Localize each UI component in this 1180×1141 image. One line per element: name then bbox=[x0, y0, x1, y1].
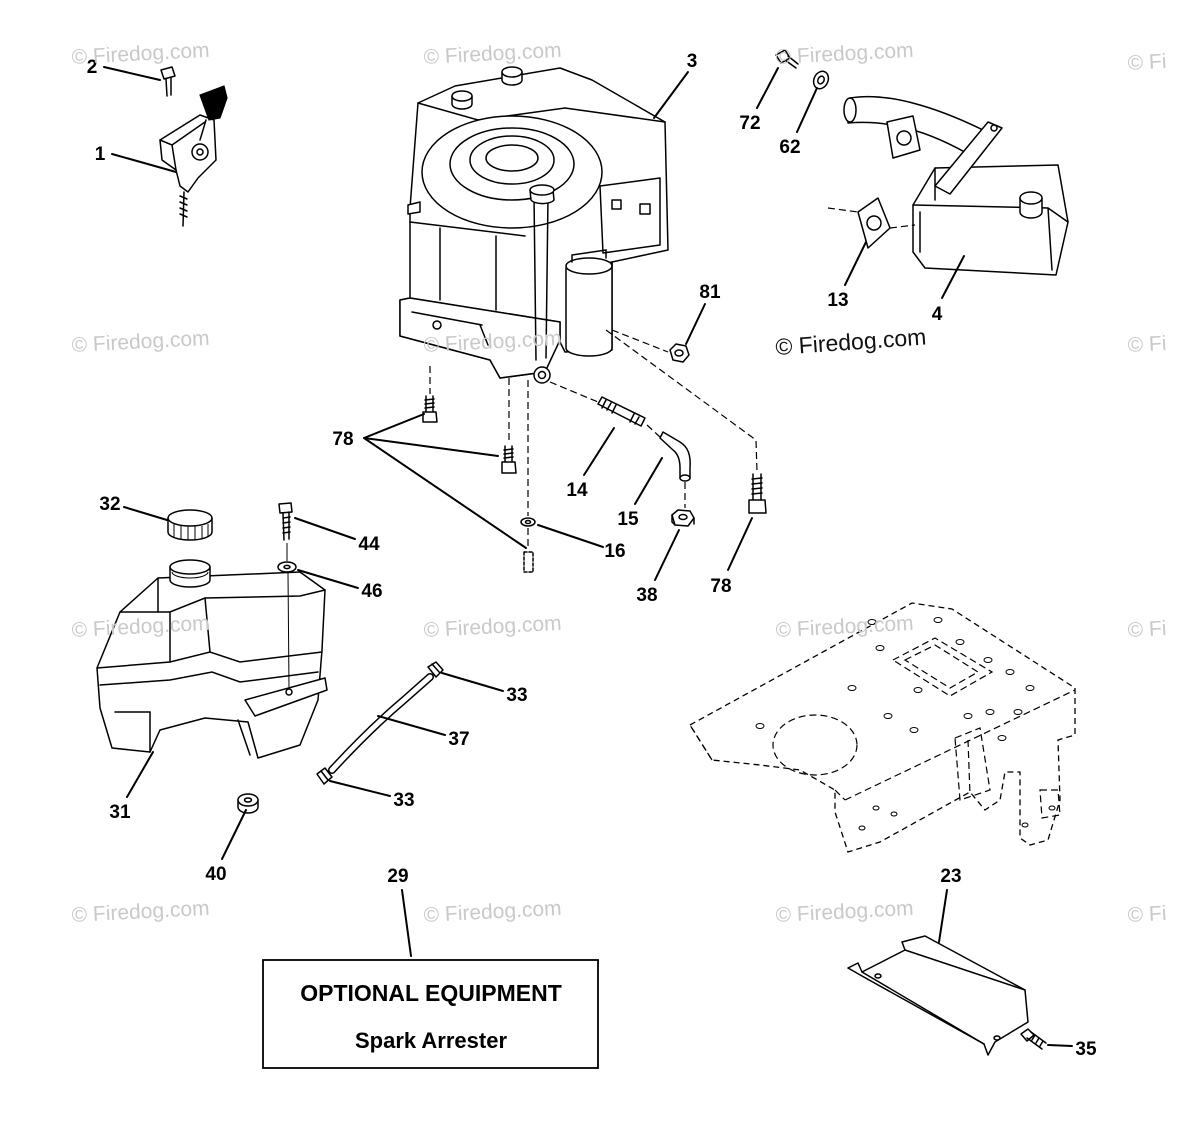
throttle-control-part bbox=[159, 85, 228, 227]
screw-part-44 bbox=[278, 502, 293, 541]
callout-1: 1 bbox=[95, 144, 106, 165]
fuel-tank-part bbox=[96, 559, 328, 759]
watermark: © Firedog.com bbox=[71, 897, 210, 927]
bolt-part-2 bbox=[160, 66, 176, 97]
bolt-part-72 bbox=[775, 49, 799, 69]
callout-81: 81 bbox=[699, 282, 721, 303]
watermark: © Firedog.com bbox=[423, 612, 562, 642]
nut-part-81 bbox=[669, 343, 690, 363]
optional-equipment-subtitle: Spark Arrester bbox=[355, 1028, 507, 1053]
hose-clamp-part-33-a bbox=[427, 661, 444, 678]
callout-32: 32 bbox=[99, 494, 120, 515]
engine-part bbox=[399, 66, 669, 384]
callout-14: 14 bbox=[566, 480, 588, 501]
bolt-part-78-a bbox=[422, 395, 438, 423]
callout-37: 37 bbox=[448, 729, 469, 750]
fuel-cap-part bbox=[167, 509, 213, 541]
watermark: © Firedog.com bbox=[423, 39, 562, 69]
callout-3: 3 bbox=[687, 51, 698, 72]
bolt-part-78-c bbox=[748, 473, 767, 514]
callout-29: 29 bbox=[387, 866, 408, 887]
muffler-part bbox=[843, 95, 1069, 276]
watermark-dark: © Firedog.com bbox=[775, 324, 928, 360]
pipe-nipple-part-14 bbox=[597, 396, 646, 427]
callout-23: 23 bbox=[940, 866, 961, 887]
watermark: © Fi bbox=[1127, 902, 1167, 927]
callout-62: 62 bbox=[779, 137, 800, 158]
watermark: © Firedog.com bbox=[71, 39, 210, 69]
elbow-part-15 bbox=[659, 431, 691, 482]
callout-4: 4 bbox=[932, 304, 943, 325]
callout-78-a: 78 bbox=[332, 429, 353, 450]
callout-38: 38 bbox=[636, 585, 657, 606]
grommet-part-40 bbox=[237, 793, 259, 814]
callout-33-b: 33 bbox=[393, 790, 414, 811]
watermark: © Firedog.com bbox=[423, 897, 562, 927]
callout-33-a: 33 bbox=[506, 685, 527, 706]
callout-labels: 2 1 3 72 62 13 4 81 78 14 15 16 38 78 32… bbox=[87, 51, 1097, 1060]
bolt-part-78-b bbox=[501, 445, 517, 474]
hose-clamp-part-33-b bbox=[316, 767, 333, 785]
watermark: © Fi bbox=[1127, 50, 1167, 75]
callout-35: 35 bbox=[1075, 1039, 1097, 1060]
callout-46: 46 bbox=[361, 581, 382, 602]
callout-13: 13 bbox=[827, 290, 848, 311]
watermark: © Fi bbox=[1127, 332, 1167, 357]
callout-72: 72 bbox=[739, 113, 760, 134]
leader-lines bbox=[103, 66, 1073, 1047]
callout-40: 40 bbox=[205, 864, 226, 885]
optional-equipment-title: OPTIONAL EQUIPMENT bbox=[300, 980, 562, 1006]
callout-78-b: 78 bbox=[710, 576, 731, 597]
drain-plug-part bbox=[523, 551, 534, 573]
frame-reference bbox=[689, 602, 1076, 853]
gasket-part-13 bbox=[857, 197, 891, 249]
watermark: © Firedog.com bbox=[71, 327, 210, 357]
washer-part-46 bbox=[277, 561, 297, 573]
callout-31: 31 bbox=[109, 802, 131, 823]
watermark: © Firedog.com bbox=[775, 897, 914, 927]
callout-44: 44 bbox=[358, 534, 380, 555]
fuel-line-part bbox=[328, 673, 434, 774]
washer-part-16 bbox=[520, 517, 536, 527]
bolt-part-35 bbox=[1020, 1028, 1047, 1050]
watermarks: © Firedog.com © Firedog.com © Firedog.co… bbox=[71, 39, 1167, 927]
optional-equipment-box: OPTIONAL EQUIPMENT Spark Arrester bbox=[262, 959, 599, 1069]
washer-part-62 bbox=[812, 70, 830, 90]
watermark: © Firedog.com bbox=[775, 39, 914, 69]
nut-part-38 bbox=[671, 509, 695, 527]
heat-shield-part bbox=[847, 935, 1029, 1056]
callout-2: 2 bbox=[87, 57, 98, 78]
watermark: © Fi bbox=[1127, 617, 1167, 642]
callout-16: 16 bbox=[604, 541, 625, 562]
callout-15: 15 bbox=[617, 509, 639, 530]
